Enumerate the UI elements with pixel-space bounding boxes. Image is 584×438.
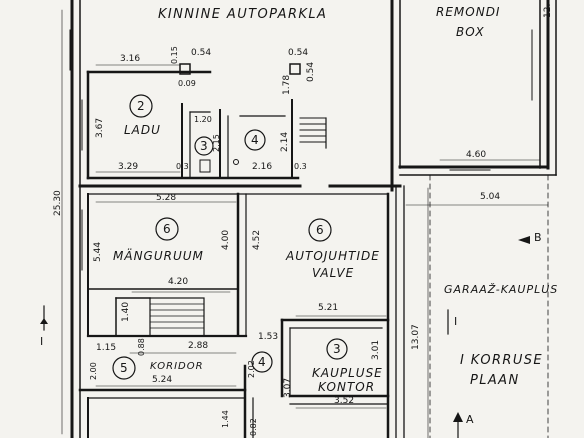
dimension-label: 1.53	[258, 332, 279, 342]
room-label-store: LADU	[124, 123, 161, 137]
dimension-label: 2.02	[247, 360, 256, 378]
room-number-small: 4	[251, 133, 260, 147]
room-number-play: 6	[163, 222, 172, 236]
dimension-label: 3.16	[120, 54, 141, 64]
dimension-label: 3.67	[95, 117, 105, 138]
dimension-label: 2.14	[280, 131, 290, 152]
dimension-label: 5.28	[156, 193, 177, 203]
room-number-store: 2	[137, 99, 146, 113]
section-marker-a: A	[466, 413, 475, 426]
dimension-label: 3.01	[371, 339, 381, 360]
dimension-label: 3.29	[118, 162, 139, 172]
dimension-label: 4.60	[466, 150, 487, 160]
room-label-play: MÄNGURUUM	[113, 249, 204, 263]
plan-title: I KORRUSE	[460, 353, 544, 368]
dimension-label: 2.88	[188, 341, 209, 351]
dimension-label: 2.16	[252, 162, 273, 172]
section-marker-i-right: I	[454, 315, 458, 328]
dimension-label: 4.52	[252, 229, 262, 250]
dimension-label: 5.21	[318, 303, 339, 313]
room-number-garage: 6	[316, 223, 325, 237]
room-label-garage: AUTOJUHTIDE	[286, 249, 380, 263]
room-label-office-line2: KONTOR	[318, 380, 376, 394]
dimension-label: 4.20	[168, 277, 189, 287]
dimension-label: 13.07	[411, 324, 421, 350]
room-label-shop: GARAAŽ-KAUPLUS	[444, 283, 559, 296]
dimension-label: 1.44	[221, 410, 230, 428]
dimension-label: 3.52	[334, 396, 355, 406]
dimension-label: 1.78	[282, 74, 292, 95]
dimension-label: 0.15	[170, 46, 179, 64]
room-label-office: KAUPLUSE	[312, 366, 383, 380]
room-number-wc: 3	[200, 139, 209, 153]
room-label-parking: KINNINE AUTOPARKLA	[158, 7, 328, 22]
dimension-label: 5.24	[152, 375, 173, 385]
dimension-label: 0.3	[294, 162, 307, 171]
room-number-corridor: 5	[120, 361, 129, 375]
dimension-label: 0.54	[191, 48, 212, 58]
dimension-label: 4.00	[221, 229, 231, 250]
room-label-garage-line2: VALVE	[312, 266, 355, 280]
dimension-label: 0.3	[176, 162, 189, 171]
dimension-label: 3.07	[283, 377, 293, 398]
dimension-label: 1.20	[194, 115, 212, 124]
dimension-label: 0.88	[137, 338, 146, 356]
room-label-repair: REMONDI	[436, 5, 501, 19]
room-label-repair-box: BOX	[456, 25, 485, 39]
dimension-label: 0.09	[178, 79, 196, 88]
dimension-label: 25.30	[53, 190, 63, 216]
dimension-label: 12.	[543, 3, 553, 18]
dimension-label: 1.15	[96, 343, 117, 353]
room-label-corridor: KORIDOR	[150, 361, 204, 372]
dimension-label: 2.00	[89, 362, 98, 380]
dimension-label: 5.44	[93, 241, 103, 262]
section-marker-b: B	[534, 231, 543, 244]
dimension-label: 0.54	[306, 61, 316, 82]
dimension-label: 0.54	[288, 48, 309, 58]
room-number-office: 3	[333, 342, 342, 356]
dimension-label: 0.82	[249, 418, 258, 436]
dimension-label: 5.04	[480, 192, 501, 202]
room-number-lobby: 4	[258, 355, 267, 369]
dimension-label: 1.40	[121, 301, 131, 322]
dimension-label: 2.15	[212, 134, 221, 152]
section-marker-i-left: I	[40, 335, 44, 348]
plan-title-line2: PLAAN	[470, 373, 520, 388]
